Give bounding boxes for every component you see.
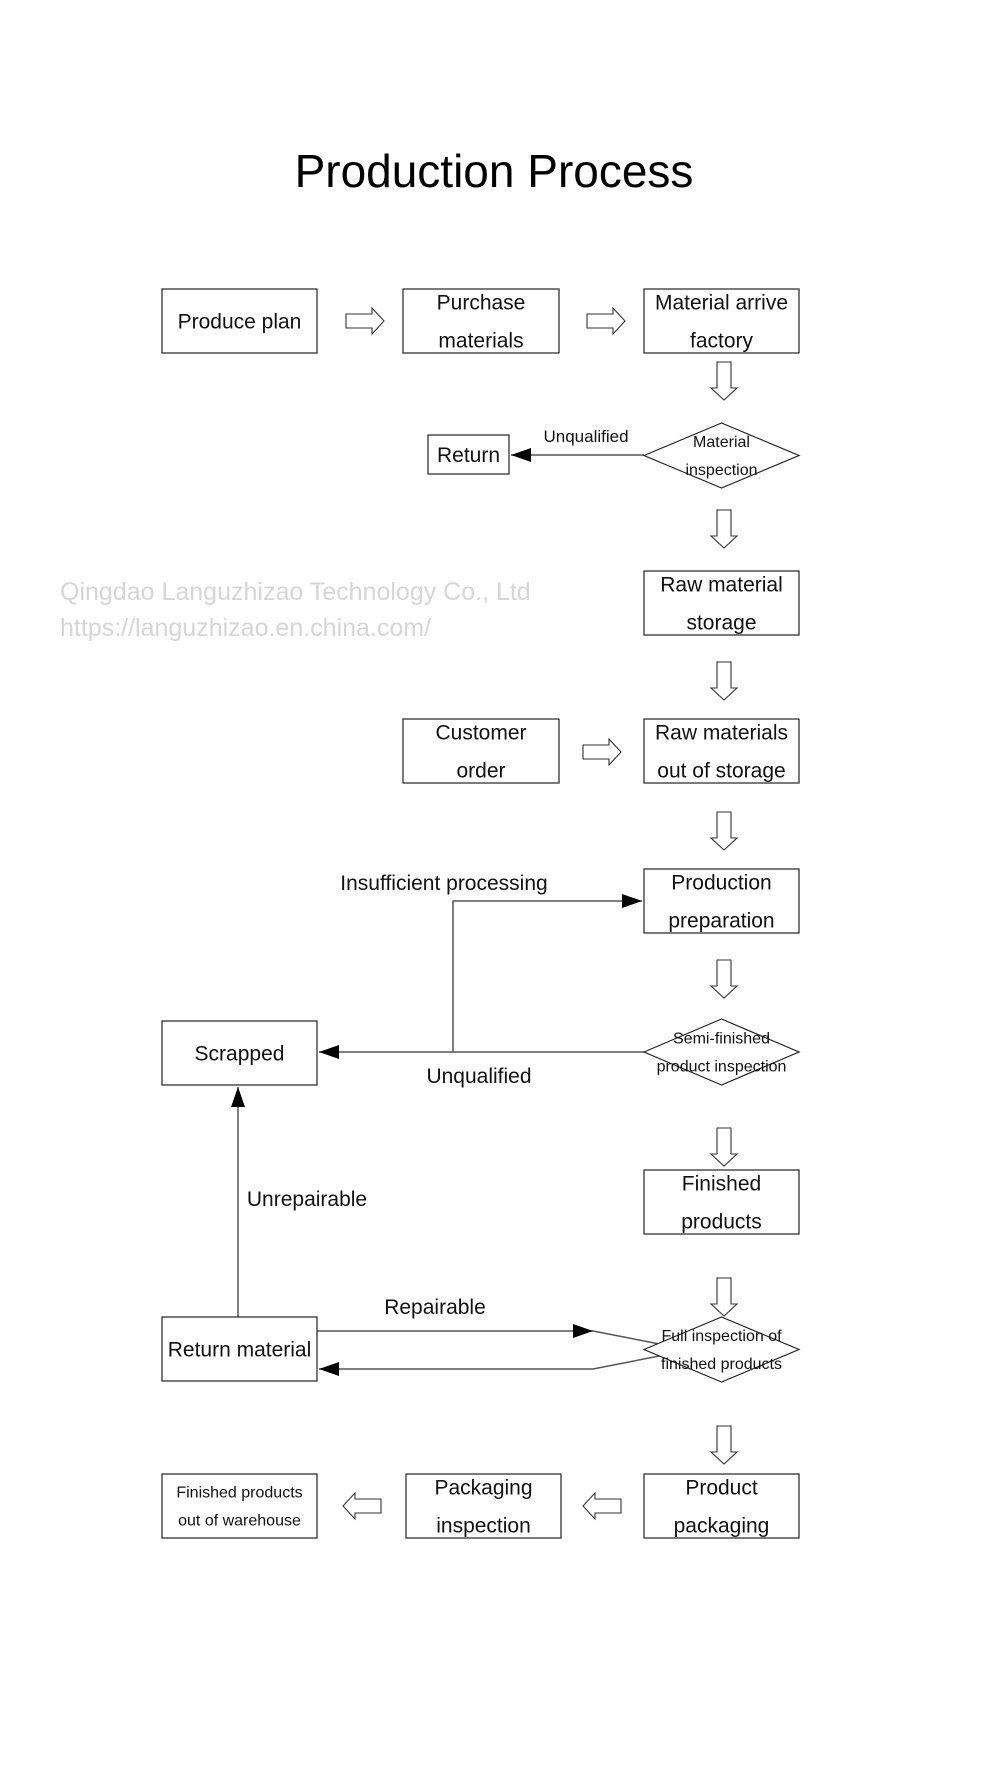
node-label: Customer	[435, 721, 526, 744]
node-production-prep: Production preparation	[643, 868, 800, 934]
process-box	[402, 288, 560, 354]
node-semi-inspection: Semi-finished product inspection	[642, 1018, 801, 1086]
page-title: Production Process	[295, 145, 694, 197]
node-label: Packaging	[434, 1476, 532, 1499]
node-return-material: Return material	[161, 1316, 318, 1382]
node-label: inspection	[436, 1514, 531, 1537]
process-box	[643, 718, 800, 784]
edge-return-to-return-material	[319, 1349, 691, 1376]
hollow-arrow-right-icon	[586, 306, 626, 336]
edge-label-insufficient: Insufficient processing	[340, 872, 547, 895]
hollow-arrow-down-icon	[709, 361, 739, 401]
node-product-packaging: Product packaging	[643, 1473, 800, 1539]
node-material-inspection: Material inspection	[642, 422, 801, 489]
node-finished-products: Finished products	[643, 1169, 800, 1235]
node-material-arrive: Material arrive factory	[643, 288, 800, 354]
node-label: Scrapped	[195, 1042, 285, 1065]
hollow-arrow-down-icon	[709, 1277, 739, 1317]
edge-label-unqualified-return: Unqualified	[543, 427, 628, 446]
node-label: Material arrive	[655, 291, 788, 314]
process-box	[643, 288, 800, 354]
node-purchase-materials: Purchase materials	[402, 288, 560, 354]
node-label: factory	[690, 329, 754, 352]
node-customer-order: Customer order	[402, 718, 560, 784]
process-box	[161, 1473, 318, 1539]
process-box	[643, 868, 800, 934]
decision-diamond	[642, 1018, 801, 1086]
watermark-url: https://languzhizao.en.china.com/	[60, 614, 431, 642]
node-label: out of storage	[657, 759, 785, 782]
node-packaging-inspection: Packaging inspection	[405, 1473, 562, 1539]
process-box	[643, 570, 800, 636]
hollow-arrow-right-icon	[582, 737, 622, 767]
node-label: product inspection	[657, 1059, 787, 1076]
node-label: Material	[693, 434, 750, 451]
edge-label-unqualified-scrap: Unqualified	[426, 1065, 531, 1088]
node-label: finished products	[661, 1356, 782, 1373]
process-box	[161, 1316, 318, 1382]
node-label: materials	[438, 329, 523, 352]
node-label: inspection	[685, 462, 757, 479]
node-label: storage	[686, 611, 756, 634]
node-label: Production	[671, 871, 771, 894]
process-box	[161, 288, 318, 354]
node-return: Return	[427, 434, 510, 475]
edge-label-unrepairable: Unrepairable	[247, 1188, 367, 1211]
node-raw-storage: Raw material storage	[643, 570, 800, 636]
node-label: Purchase	[437, 291, 526, 314]
hollow-arrow-left-icon	[342, 1491, 382, 1521]
node-label: Raw material	[660, 573, 783, 596]
node-label: Return	[437, 444, 500, 467]
node-label: products	[681, 1210, 762, 1233]
node-scrapped: Scrapped	[161, 1020, 318, 1086]
node-label: Product	[685, 1476, 758, 1499]
node-produce-plan: Produce plan	[161, 288, 318, 354]
node-label: Semi-finished	[673, 1031, 770, 1048]
node-label: order	[456, 759, 505, 782]
edge-label-repairable: Repairable	[384, 1296, 486, 1319]
process-box	[405, 1473, 562, 1539]
node-raw-out: Raw materials out of storage	[643, 718, 800, 784]
hollow-arrow-down-icon	[709, 1127, 739, 1167]
process-box	[427, 434, 510, 475]
hollow-arrow-left-icon	[582, 1491, 622, 1521]
edge-insufficient-processing	[452, 894, 642, 1052]
hollow-arrow-down-icon	[709, 811, 739, 851]
node-full-inspection: Full inspection of finished products	[642, 1316, 801, 1383]
process-box	[402, 718, 560, 784]
hollow-arrow-down-icon	[709, 509, 739, 549]
node-label: packaging	[674, 1514, 770, 1537]
node-finished-out: Finished products out of warehouse	[161, 1473, 318, 1539]
hollow-arrow-right-icon	[345, 306, 385, 336]
hollow-arrow-down-icon	[709, 959, 739, 999]
node-label: Finished products	[176, 1485, 302, 1502]
node-label: Raw materials	[655, 721, 788, 744]
watermark-company: Qingdao Languzhizao Technology Co., Ltd	[60, 578, 531, 606]
node-label: out of warehouse	[178, 1513, 301, 1530]
node-label: Produce plan	[178, 310, 302, 333]
node-label: Finished	[682, 1172, 761, 1195]
process-box	[643, 1473, 800, 1539]
hollow-arrow-down-icon	[709, 661, 739, 701]
process-box	[161, 1020, 318, 1086]
hollow-arrow-down-icon	[709, 1425, 739, 1465]
node-label: preparation	[668, 909, 774, 932]
decision-diamond	[642, 1316, 801, 1383]
node-label: Full inspection of	[661, 1328, 782, 1345]
decision-diamond	[642, 422, 801, 489]
process-box	[643, 1169, 800, 1235]
node-label: Return material	[168, 1338, 312, 1361]
